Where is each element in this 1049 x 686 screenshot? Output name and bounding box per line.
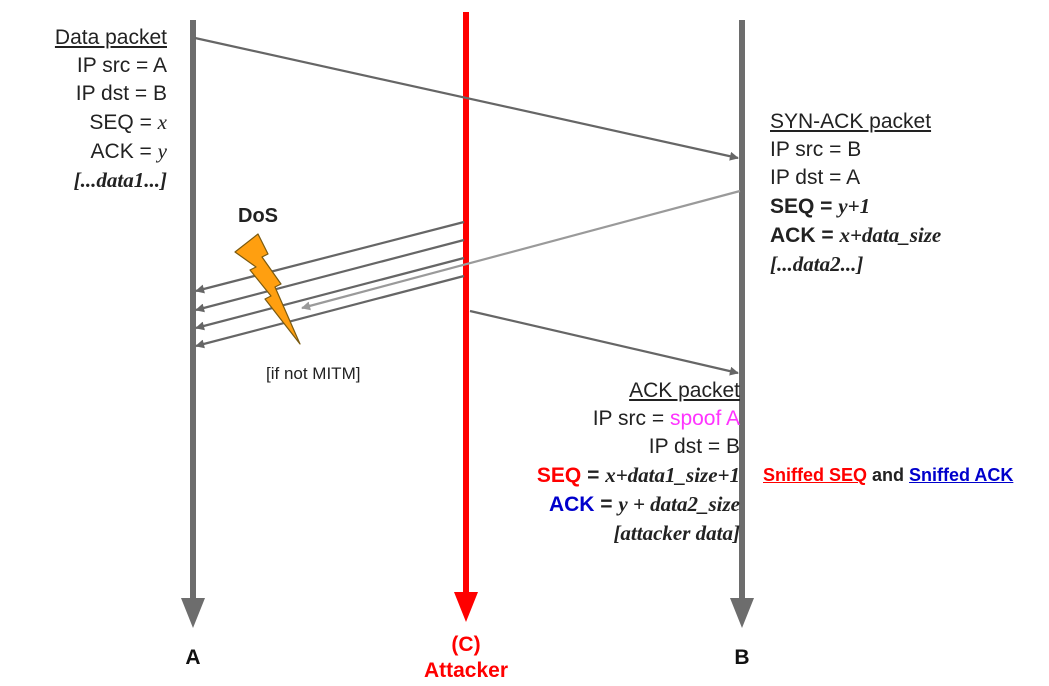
ack-packet-title: ACK packet bbox=[629, 379, 740, 402]
data-packet-label: Data packet IP src = A IP dst = B SEQ = … bbox=[55, 24, 167, 194]
attacker-label-name: Attacker bbox=[423, 659, 509, 682]
syn-ack-title: SYN-ACK packet bbox=[770, 110, 932, 133]
data-packet-title: Data packet bbox=[54, 26, 167, 49]
dos-label: DoS bbox=[238, 205, 278, 227]
data-packet-ack: ACK = y bbox=[90, 139, 167, 163]
syn-ack-seq: SEQ = y+1 bbox=[770, 194, 871, 218]
ack-packet-label: ACK packet IP src = spoof A IP dst = B S… bbox=[537, 377, 740, 547]
syn-ack-payload: [...data2...] bbox=[770, 252, 864, 276]
ack-packet-ip-dst: IP dst = B bbox=[648, 435, 740, 458]
timeline-a bbox=[181, 20, 205, 628]
arrow-dos-3 bbox=[195, 256, 465, 331]
data-packet-seq: SEQ = x bbox=[89, 110, 167, 134]
arrow-data-packet bbox=[194, 36, 739, 161]
lightning-bolt-icon bbox=[234, 233, 301, 345]
arrow-ack-spoof bbox=[469, 309, 739, 376]
sniffed-seq: Sniffed SEQ bbox=[763, 465, 868, 485]
ack-packet-payload: [attacker data] bbox=[613, 521, 740, 545]
dos-note: [if not MITM] bbox=[266, 364, 361, 383]
ack-packet-seq: SEQ = x+data1_size+1 bbox=[536, 463, 740, 487]
attacker-label: (C) Attacker bbox=[396, 632, 536, 684]
attacker-label-c: (C) bbox=[451, 633, 481, 656]
syn-ack-ack: ACK = x+data_size bbox=[770, 223, 942, 247]
sniffed-legend: Sniffed SEQ and Sniffed ACK bbox=[763, 461, 1013, 489]
sniffed-and: and bbox=[867, 465, 910, 485]
data-packet-ip-dst: IP dst = B bbox=[75, 82, 167, 105]
data-packet-payload: [...data1...] bbox=[73, 168, 167, 192]
arrow-dos-4 bbox=[195, 274, 465, 349]
timeline-b bbox=[730, 20, 754, 628]
ack-packet-ack: ACK = y + data2_size bbox=[548, 492, 740, 516]
data-packet-ip-src: IP src = A bbox=[76, 54, 167, 77]
arrow-dos-1 bbox=[195, 220, 465, 294]
sniffed-ack: Sniffed ACK bbox=[909, 465, 1014, 485]
syn-ack-ip-dst: IP dst = A bbox=[770, 166, 861, 189]
host-b-label: B bbox=[734, 646, 750, 669]
syn-ack-ip-src: IP src = B bbox=[770, 138, 862, 161]
host-a-label: A bbox=[185, 646, 201, 669]
timeline-attacker bbox=[454, 12, 478, 622]
arrow-syn-ack bbox=[301, 189, 741, 311]
arrow-dos-2 bbox=[195, 238, 465, 313]
ack-packet-ip-src: IP src = spoof A bbox=[592, 407, 740, 430]
syn-ack-packet-label: SYN-ACK packet IP src = B IP dst = A SEQ… bbox=[770, 108, 941, 278]
